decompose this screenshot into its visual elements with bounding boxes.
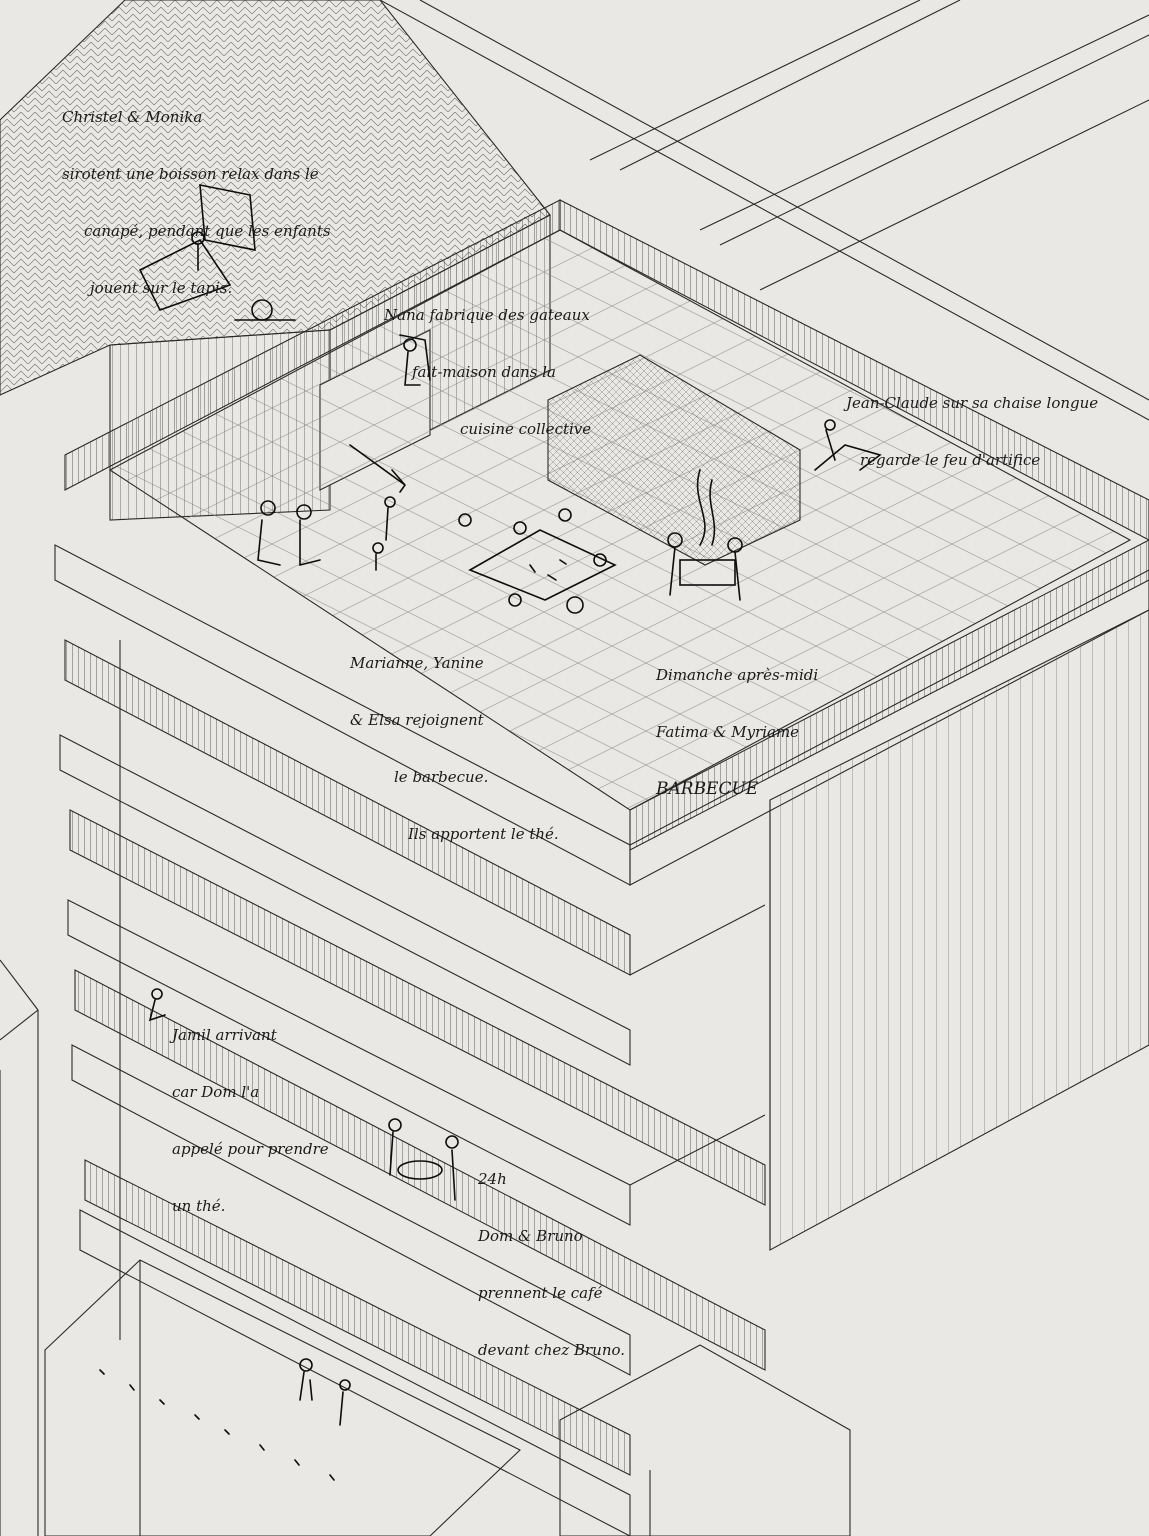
balcony-level-4 bbox=[79, 1159, 631, 1536]
note-line: Jamil arrivant bbox=[172, 1026, 277, 1044]
note-line: Christel & Monika bbox=[62, 108, 203, 126]
note-line: devant chez Bruno. bbox=[478, 1341, 626, 1359]
balcony-level-2 bbox=[67, 809, 766, 1226]
jamil-figure bbox=[148, 988, 166, 1022]
note-line: cuisine collective bbox=[460, 420, 592, 438]
note-line: 24h bbox=[478, 1170, 507, 1188]
sofa-group-figures bbox=[138, 184, 296, 321]
note-dom-bruno: 24h Dom & Bruno prennent le café devant … bbox=[478, 1132, 625, 1379]
note-line: regarde le feu d'artifice bbox=[860, 451, 1041, 469]
entrance-figures bbox=[257, 444, 407, 571]
chaise-longue-figure bbox=[814, 419, 882, 471]
note-line: Jean-Claude sur sa chaise longue bbox=[846, 394, 1099, 412]
note-line: Ils apportent le thé. bbox=[408, 825, 559, 843]
note-line: car Dom l'a bbox=[172, 1083, 260, 1101]
note-line: le barbecue. bbox=[394, 768, 489, 786]
note-line: fait-maison dans la bbox=[412, 363, 556, 381]
balcony-level-3 bbox=[71, 969, 766, 1376]
note-line: & Elsa rejoignent bbox=[350, 711, 484, 729]
left-neighbour-building bbox=[0, 959, 39, 1536]
ground-floor-figures bbox=[99, 1358, 351, 1481]
note-christel-monika: Christel & Monika sirotent une boisson r… bbox=[62, 70, 331, 317]
note-line: appelé pour prendre bbox=[172, 1140, 329, 1158]
roof-terrace bbox=[54, 199, 1149, 886]
kitchen-figure bbox=[399, 334, 431, 386]
background-street-lines bbox=[379, 0, 1149, 421]
note-dimanche: Dimanche après-midi Fatima & Myriame BAR… bbox=[656, 628, 818, 818]
note-line: Nana fabrique des gateaux bbox=[384, 306, 590, 324]
figures bbox=[99, 184, 882, 1481]
note-line: sirotent une boisson relax dans le bbox=[62, 165, 319, 183]
note-nana: Nana fabrique des gateaux fait-maison da… bbox=[384, 268, 591, 458]
note-line: un thé. bbox=[172, 1197, 226, 1215]
barbecue-figures bbox=[667, 469, 743, 601]
balcony-level-1 bbox=[59, 639, 766, 1066]
note-line: prennent le café bbox=[478, 1284, 603, 1302]
note-line: Marianne, Yanine bbox=[350, 654, 484, 672]
note-marianne: Marianne, Yanine & Elsa rejoignent le ba… bbox=[350, 616, 559, 863]
note-jamil: Jamil arrivant car Dom l'a appelé pour p… bbox=[172, 988, 329, 1235]
note-jean-claude: Jean-Claude sur sa chaise longue regarde… bbox=[846, 356, 1098, 489]
note-line: Dom & Bruno bbox=[478, 1227, 583, 1245]
note-line: canapé, pendant que les enfants bbox=[84, 222, 331, 240]
note-line: jouent sur le tapis. bbox=[90, 279, 233, 297]
ground-floor bbox=[44, 1259, 851, 1536]
picnic-figures bbox=[458, 508, 617, 614]
note-line: Fatima & Myriame bbox=[656, 723, 800, 741]
note-line: BARBECUE bbox=[656, 779, 759, 799]
note-line: Dimanche après-midi bbox=[656, 666, 819, 684]
building-facade bbox=[119, 609, 1149, 1340]
balcony-cafe-figures bbox=[388, 1118, 459, 1201]
